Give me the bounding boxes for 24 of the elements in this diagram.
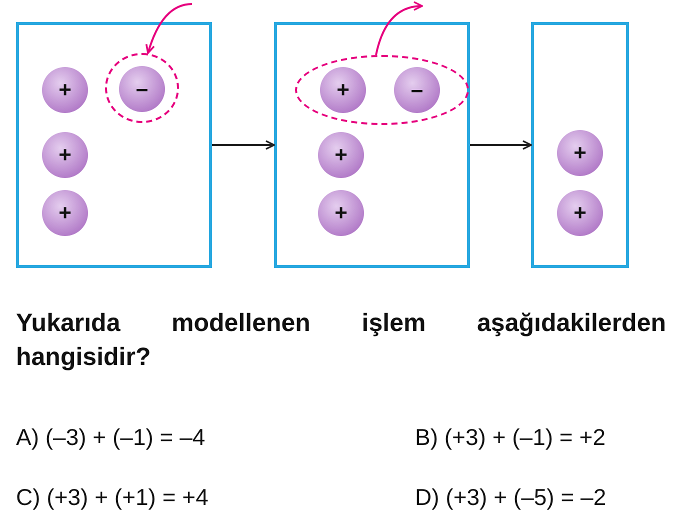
counter-chip: + [42,190,88,236]
zero-pair-ring [105,53,179,123]
arrow [146,3,192,54]
counter-chip: – [119,66,165,112]
arrow [470,140,532,150]
counter-chip: + [557,130,603,176]
model-frame [531,22,629,268]
answer-option: D) (+3) + (–5) = –2 [415,484,606,511]
counter-chip: + [318,132,364,178]
zero-pair-ring [295,55,469,125]
answer-option: C) (+3) + (+1) = +4 [16,484,208,511]
answer-option: B) (+3) + (–1) = +2 [415,424,606,451]
answer-option: A) (–3) + (–1) = –4 [16,424,206,451]
arrow [212,140,275,150]
counter-chip: + [42,132,88,178]
counter-chip: + [318,190,364,236]
counter-chip: + [557,190,603,236]
counter-chip: + [320,67,366,113]
counter-chip: – [394,67,440,113]
counter-chip: + [42,67,88,113]
model-frame [16,22,212,268]
arrow [375,2,423,56]
question-text: Yukarıda modellenen işlem aşağıdakilerden hangisidir? [16,308,666,373]
model-frame [274,22,470,268]
